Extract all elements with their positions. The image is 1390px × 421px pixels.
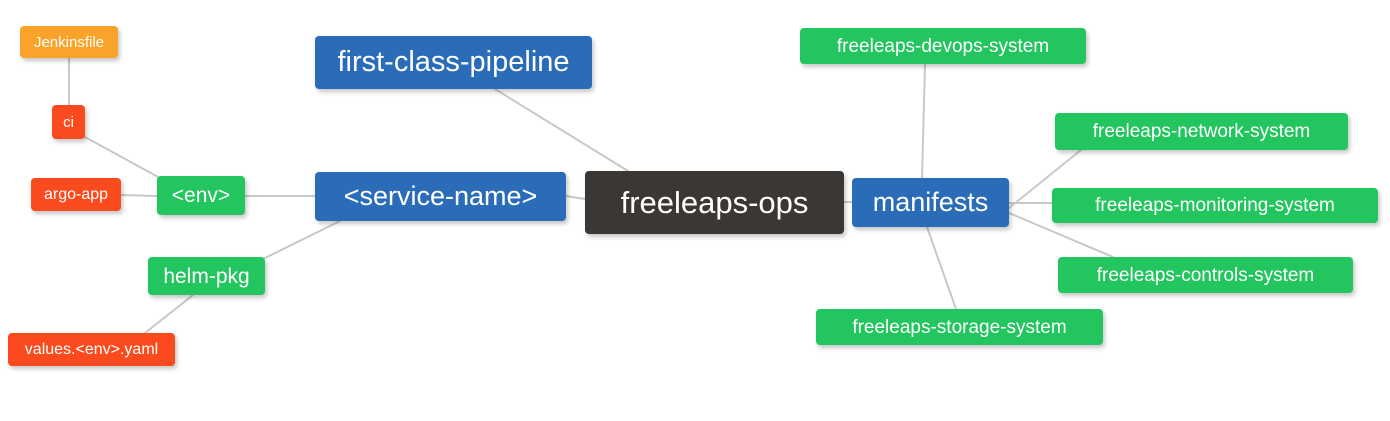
node-label-env: <env> — [171, 184, 231, 207]
edge-argo-app-to-env — [120, 194, 158, 197]
node-label-manifests: manifests — [872, 187, 989, 217]
edge-manifests-to-freeleaps-storage-system — [926, 226, 957, 310]
node-label-jenkinsfile: Jenkinsfile — [33, 33, 105, 51]
node-first-class-pipeline[interactable]: first-class-pipeline — [315, 36, 592, 89]
node-freeleaps-monitoring-system[interactable]: freeleaps-monitoring-system — [1052, 188, 1378, 223]
node-freeleaps-devops-system[interactable]: freeleaps-devops-system — [800, 28, 1086, 64]
node-helm-pkg[interactable]: helm-pkg — [148, 257, 265, 295]
node-label-freeleaps-monitoring-system: freeleaps-monitoring-system — [1095, 195, 1335, 216]
edge-ci-to-env — [84, 136, 161, 179]
node-label-first-class-pipeline: first-class-pipeline — [337, 46, 570, 78]
node-freeleaps-ops[interactable]: freeleaps-ops — [585, 171, 844, 234]
edge-service-name-to-freeleaps-ops — [565, 195, 586, 200]
node-label-freeleaps-ops: freeleaps-ops — [620, 185, 809, 220]
edge-first-class-pipeline-to-freeleaps-ops — [494, 88, 629, 172]
edge-helm-pkg-to-values-yaml — [144, 294, 194, 334]
node-env[interactable]: <env> — [157, 176, 245, 215]
node-label-service-name: <service-name> — [343, 181, 538, 211]
node-values-yaml[interactable]: values.<env>.yaml — [8, 333, 175, 366]
node-label-freeleaps-devops-system: freeleaps-devops-system — [836, 35, 1050, 57]
node-label-freeleaps-network-system: freeleaps-network-system — [1092, 121, 1311, 142]
node-freeleaps-network-system[interactable]: freeleaps-network-system — [1055, 113, 1348, 150]
node-label-argo-app: argo-app — [43, 185, 109, 203]
node-freeleaps-storage-system[interactable]: freeleaps-storage-system — [816, 309, 1103, 345]
node-label-helm-pkg: helm-pkg — [163, 264, 250, 288]
node-ci[interactable]: ci — [52, 105, 85, 139]
node-freeleaps-controls-system[interactable]: freeleaps-controls-system — [1058, 257, 1353, 293]
node-service-name[interactable]: <service-name> — [315, 172, 566, 221]
edge-service-name-to-helm-pkg — [264, 220, 341, 259]
node-label-freeleaps-controls-system: freeleaps-controls-system — [1096, 264, 1315, 286]
node-argo-app[interactable]: argo-app — [31, 178, 121, 211]
node-jenkinsfile[interactable]: Jenkinsfile — [20, 26, 118, 58]
node-label-ci: ci — [63, 113, 74, 131]
node-label-freeleaps-storage-system: freeleaps-storage-system — [852, 316, 1067, 338]
edge-freeleaps-devops-system-to-manifests — [921, 63, 926, 179]
node-label-values-yaml: values.<env>.yaml — [24, 340, 159, 358]
node-manifests[interactable]: manifests — [852, 178, 1009, 227]
